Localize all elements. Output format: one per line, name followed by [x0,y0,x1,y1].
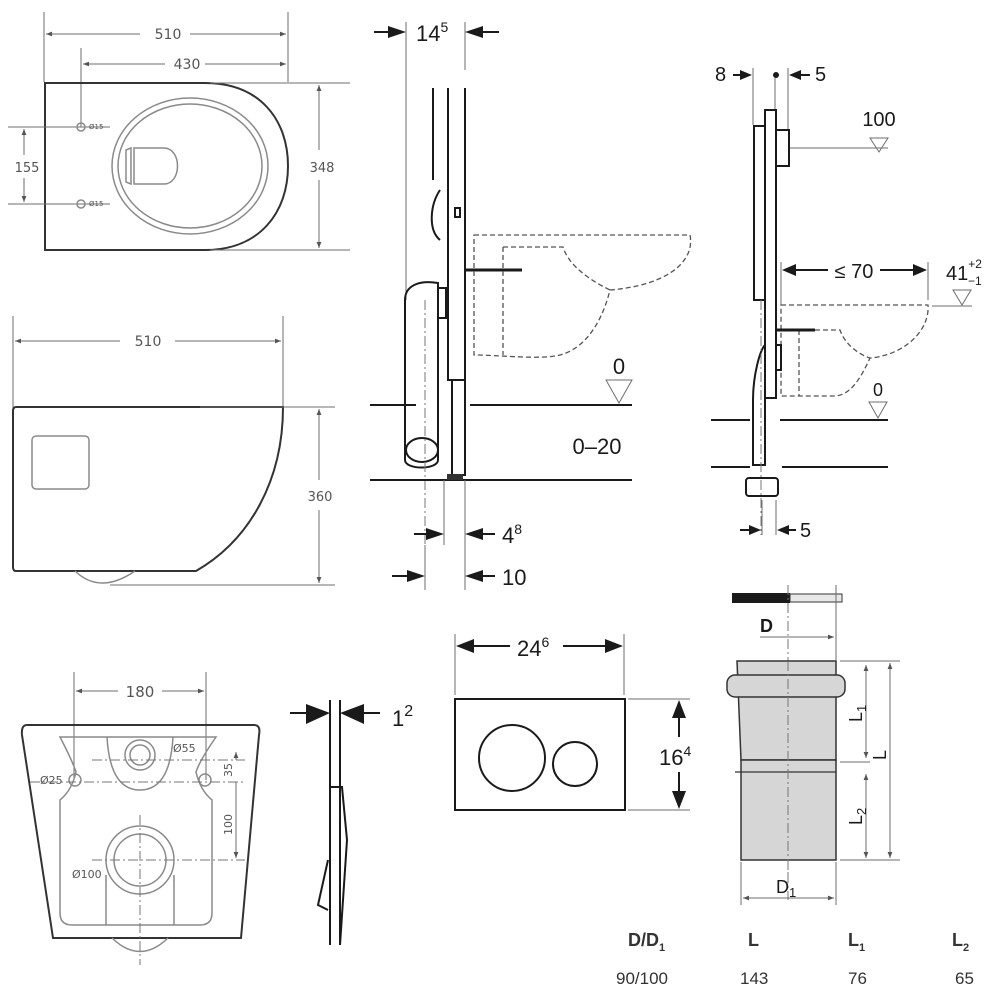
dim-label-5-top: 5 [815,64,826,86]
bowl-outline-rear [20,724,261,939]
spec-table: D/D1 L L1 L2 90/100 143 76 65 [616,930,974,988]
bowl-outlet [133,147,179,185]
dim-label-180: 180 [126,683,155,701]
table-cell-d-d1: 90/100 [616,969,668,988]
table-cell-l: 143 [740,969,768,988]
floor-level-0: 0 [613,354,625,379]
dim-label-510: 510 [155,27,182,43]
dim-label-430: 430 [174,57,201,73]
bowl-outline-dashed-a [473,234,692,358]
label-l: L [870,750,890,760]
top-view: 510 430 Ø15 Ø15 155 348 [8,12,350,251]
dim-label-510-side: 510 [135,334,162,350]
flush-button-large[interactable] [478,724,546,792]
bowl-outline-top [44,82,290,251]
dim-label-14-5: 145 [416,19,448,46]
flush-plate-side-view: 12 [290,700,413,946]
dim-label-8: 8 [715,64,726,86]
dim-label-10: 10 [502,565,526,590]
table-header-l: L [748,930,759,950]
svg-text:35: 35 [222,763,235,777]
svg-text:100: 100 [222,814,235,835]
bowl-rim [111,97,269,235]
bowl-height-label: 41+2−1 [946,257,982,288]
label-l2: L2 [846,808,869,825]
frame-side-view-b: 8 5 100 ≤ 70 41+2−1 [711,64,982,542]
table-header-d-d1: D/D1 [628,930,665,954]
table-cell-l2: 65 [955,969,974,988]
cistern-level-100: 100 [862,109,895,131]
pipe-connector: D L1 L L2 D1 [726,585,900,905]
svg-text:Ø100: Ø100 [72,868,102,881]
dim-label-max-70: ≤ 70 [835,261,874,283]
dim-label-360: 360 [308,490,333,505]
table-header-l2: L2 [952,930,969,954]
dim-label-155: 155 [15,161,40,176]
side-inlet-port [31,435,90,490]
fixing-hole-bottom [76,199,86,209]
table-cell-l1: 76 [848,969,867,988]
dim-label-16-4: 164 [659,743,691,770]
label-d: D [760,616,773,636]
flush-plate[interactable] [454,698,626,811]
drain-pipe [404,281,439,469]
svg-text:Ø25: Ø25 [40,774,63,787]
inlet-circle [124,739,156,771]
flush-plate-front-view: 246 164 [454,634,691,811]
bowl-outline-dashed-b [780,304,929,397]
label-l1: L1 [846,705,869,722]
floor-range-label: 0–20 [573,434,622,459]
side-view: 510 360 [12,316,335,586]
dim-label-348: 348 [310,161,335,176]
dim-label-4-8: 48 [502,521,522,548]
svg-text:Ø15: Ø15 [89,200,103,208]
dim-label-5-bottom: 5 [800,520,811,542]
label-d1: D1 [776,877,796,900]
dim-label-24-6: 246 [517,634,549,661]
dim-label-1-2: 12 [392,703,413,731]
floor-level-0-b: 0 [873,380,883,400]
fixing-hole-top [76,122,86,132]
flush-button-small[interactable] [552,741,598,787]
rear-view: 180 Ø55 Ø25 Ø100 35 100 [20,672,261,965]
bowl-outline-side [12,406,285,572]
frame-side-view-a: 145 0 0–20 48 10 [370,19,692,590]
svg-text:Ø55: Ø55 [173,742,196,755]
svg-text:Ø15: Ø15 [89,123,103,131]
table-header-l1: L1 [848,930,865,954]
